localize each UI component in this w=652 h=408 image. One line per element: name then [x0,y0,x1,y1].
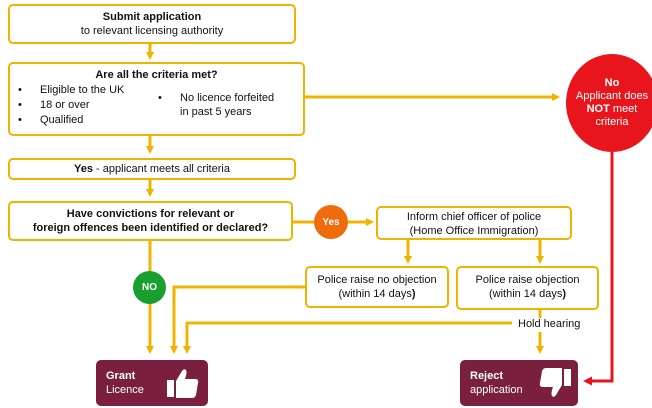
thumbs-down-icon [539,368,571,397]
objection-box: Police raise objection (within 14 days) [456,266,599,310]
criteria-item: • [18,114,22,126]
convictions-box: Have convictions for relevant or foreign… [8,201,293,241]
no-green-label: NO [142,282,157,293]
no-green-circle: NO [133,271,166,304]
criteria-item: • [18,84,22,96]
no-objection-line1: Police raise no objection [317,274,437,286]
yes-circle-label: Yes [322,216,340,228]
no-line2: Applicant does [575,90,649,102]
yes-circle: Yes [314,205,348,239]
submit-application-box: Submit application to relevant licensing… [8,4,296,44]
no-label: No [604,77,620,89]
reject-application-box: Reject application [460,360,578,406]
criteria-item-label: in past 5 years [180,106,252,118]
no-objection-line2: (within 14 days) [338,288,416,300]
criteria-item: • [158,92,162,104]
submit-subtitle: to relevant licensing authority [80,25,224,37]
yes-bold: Yes [74,163,93,175]
application-label: application [470,384,523,396]
no-objection-box: Police raise no objection (within 14 day… [305,266,449,308]
criteria-item-label: 18 or over [40,99,90,111]
grant-label: Grant [106,370,136,382]
criteria-item: • [18,99,22,111]
criteria-item-label: Eligible to the UK [40,84,125,96]
convictions-line1: Have convictions for relevant or [66,208,235,220]
inform-line2: (Home Office Immigration) [409,225,539,237]
yes-rest: - applicant meets all criteria [93,163,230,175]
reject-label: Reject [470,370,504,382]
convictions-line2: foreign offences been identified or decl… [32,222,269,234]
no-line3: NOT meet [586,103,638,115]
objection-line1: Police raise objection [475,274,580,286]
inform-line1: Inform chief officer of police [406,211,542,223]
thumbs-up-icon [167,369,199,398]
grant-licence-box: Grant Licence [96,360,208,406]
criteria-item-label: No licence forfeited [180,92,275,104]
criteria-box: Are all the criteria met? • Eligible to … [8,62,305,136]
hold-hearing-label: Hold hearing [516,318,583,330]
criteria-item-label: Qualified [40,114,84,126]
no-criteria-circle: No Applicant does NOT meet criteria [566,54,652,152]
no-line4: criteria [595,116,629,128]
inform-police-box: Inform chief officer of police (Home Off… [376,206,572,240]
yes-criteria-box: Yes - applicant meets all criteria [8,158,296,180]
objection-line2: (within 14 days) [488,288,567,300]
licence-label: Licence [106,384,144,396]
submit-title: Submit application [102,11,202,23]
criteria-title: Are all the criteria met? [95,69,218,81]
